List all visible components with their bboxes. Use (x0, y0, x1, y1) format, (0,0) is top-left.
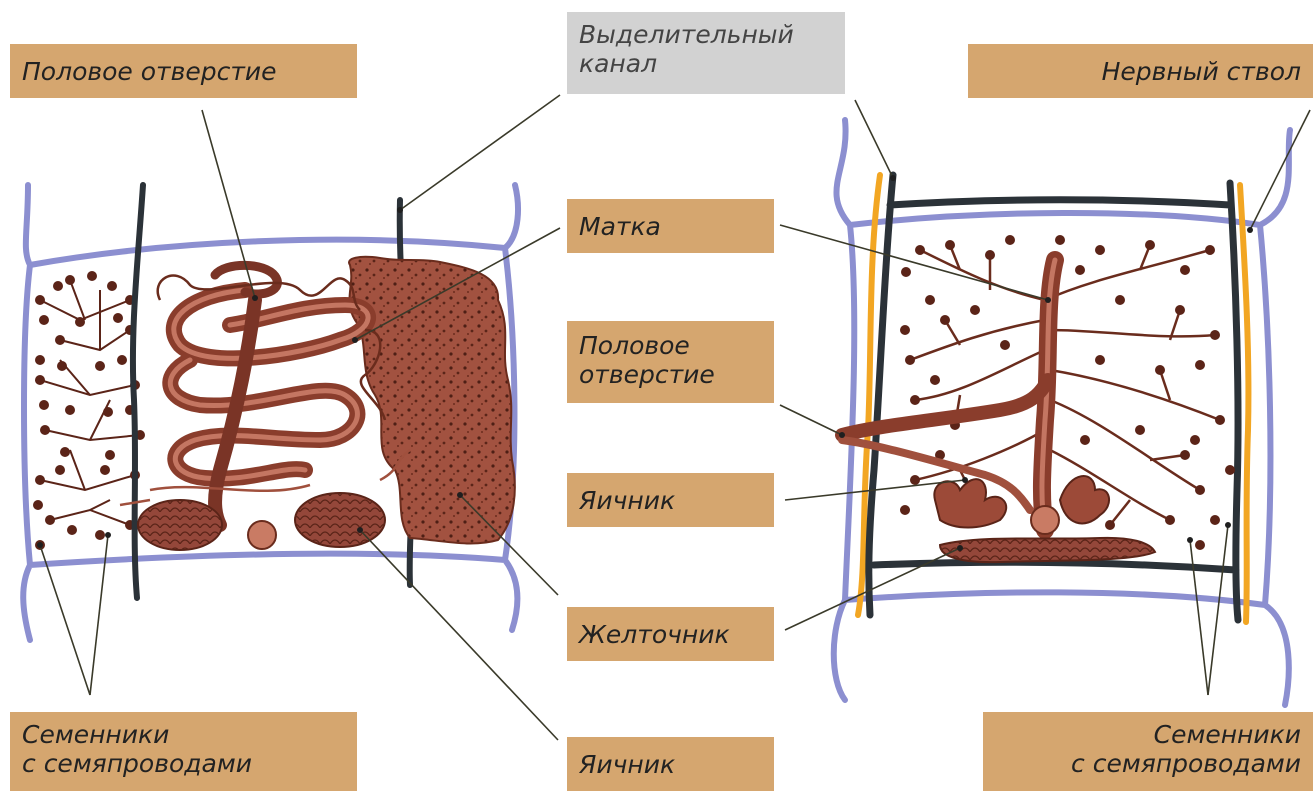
label-nerve-trunk: Нервный ствол (968, 44, 1313, 98)
label-genital-opening-middle: Половое отверстие (567, 321, 774, 403)
label-testes-right: Семенники с семяпроводами (983, 712, 1313, 791)
label-testes-left: Семенники с семяпроводами (10, 712, 357, 791)
left-testes-cluster (40, 280, 140, 525)
left-ovary-a (138, 500, 222, 550)
right-uterus-branches (910, 245, 1220, 525)
right-proglottid (834, 120, 1290, 705)
left-proglottid (23, 185, 518, 640)
left-ootype (248, 521, 276, 549)
label-genital-opening-top-left: Половое отверстие (10, 44, 357, 98)
label-excretory-canal: Выделительный канал (567, 12, 845, 94)
label-uterus: Матка (567, 199, 774, 253)
right-vitellarium (940, 538, 1155, 562)
right-ootype (1031, 506, 1059, 534)
left-testes-dots (33, 271, 145, 550)
label-ovary-bottom: Яичник (567, 737, 774, 791)
right-genital-duct (842, 380, 1048, 435)
label-ovary-middle: Яичник (567, 473, 774, 527)
label-vitellarium: Желточник (567, 607, 774, 661)
left-ovary-b (295, 493, 385, 547)
